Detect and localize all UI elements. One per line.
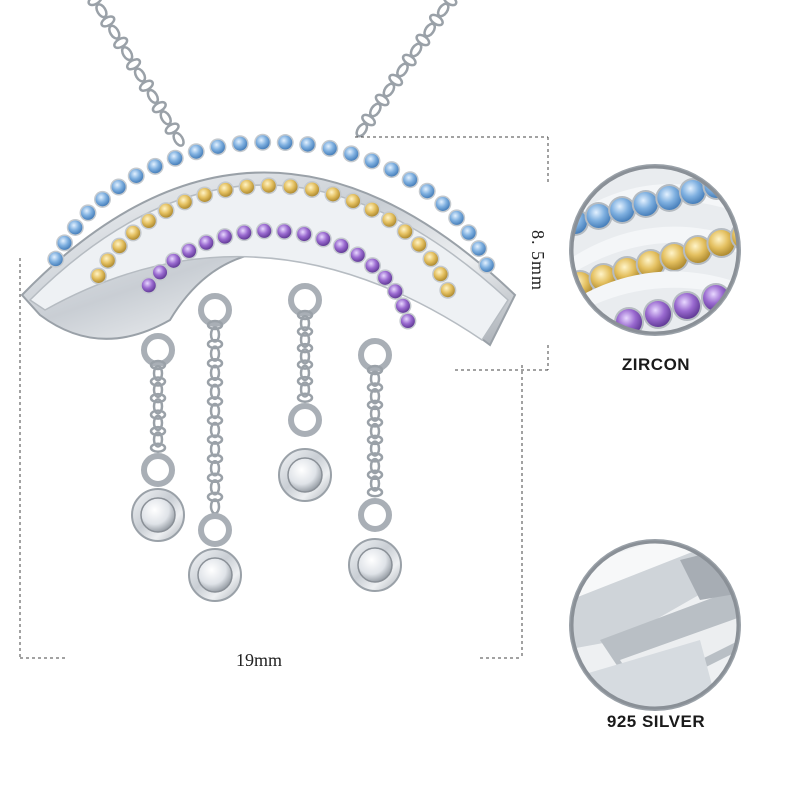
zircon-caption: ZIRCON [621,355,691,374]
height-dimension-label: 8. 5mm [528,230,548,292]
necklace-chain [87,0,458,147]
silver-caption: 925 SILVER [606,712,706,731]
dangling-drops [131,283,402,602]
rainbow-pendant [20,133,517,347]
zircon-closeup-icon [569,164,741,336]
silver-bar-closeup-icon [569,539,741,711]
dimension-lines [19,136,549,659]
width-dimension-label: 19mm [236,650,283,670]
